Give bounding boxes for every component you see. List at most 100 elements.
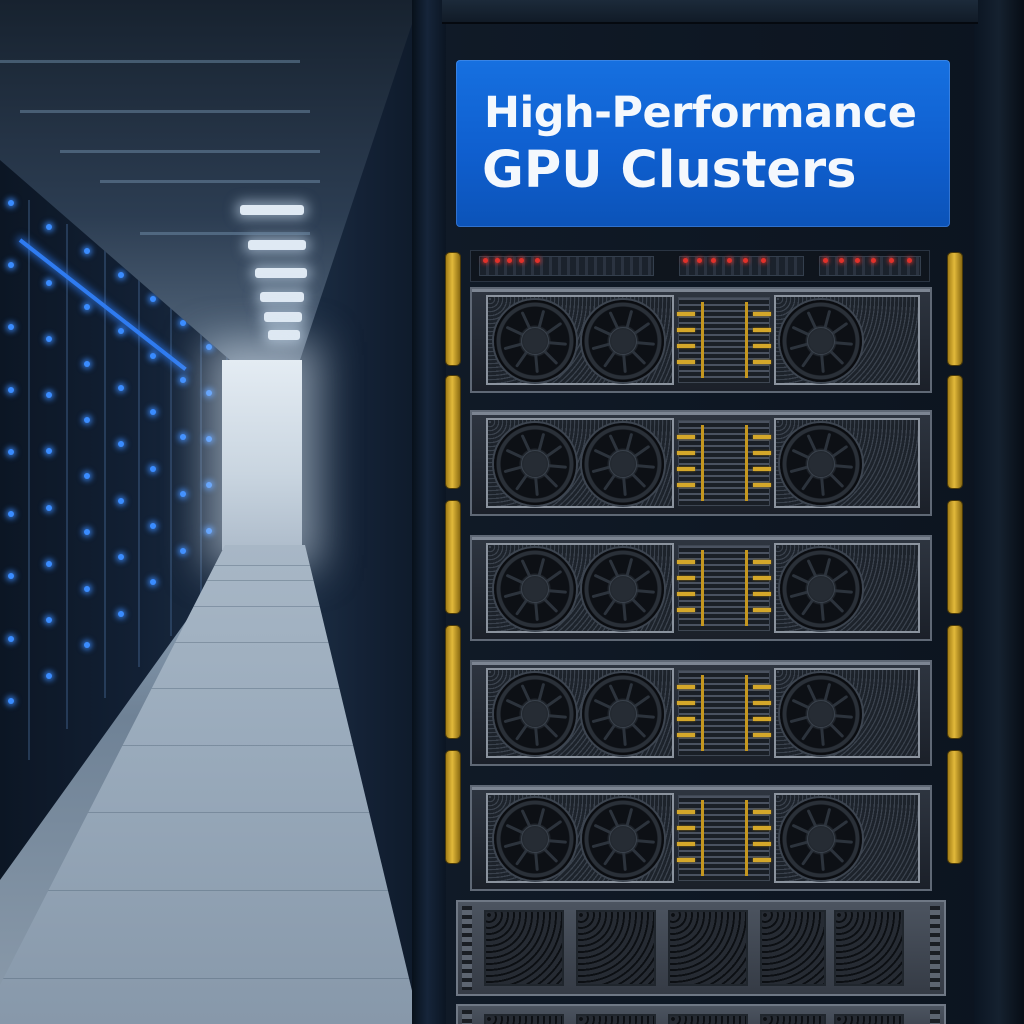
status-led-icon: [535, 258, 540, 263]
banner-title-line2: GPU Clusters: [482, 140, 857, 200]
rack-handle-left: [446, 501, 460, 613]
gold-connector: [677, 810, 695, 814]
fan-hub: [521, 825, 549, 853]
gold-connector: [677, 685, 695, 689]
rack-handle-left: [446, 376, 460, 488]
gold-connector: [677, 467, 695, 471]
status-led-icon: [8, 635, 14, 642]
gold-connector: [753, 328, 771, 332]
mounting-rail: [930, 906, 940, 990]
floor-tile-line: [0, 745, 420, 746]
heatsink-fins: [677, 545, 771, 631]
status-led-icon: [8, 324, 14, 331]
rack-handle-right: [948, 253, 962, 365]
fan-icon: [494, 798, 576, 880]
gold-connector: [753, 344, 771, 348]
status-led-icon: [150, 352, 156, 359]
status-led-icon: [519, 258, 524, 263]
gold-rail: [745, 425, 748, 501]
single-fan-module: [774, 668, 920, 758]
gold-connector: [753, 701, 771, 705]
fan-hub: [521, 450, 549, 478]
gold-connector: [677, 576, 695, 580]
floor-tile-line: [0, 889, 420, 891]
floor-tile-line: [0, 641, 420, 643]
banner-title-line1: High-Performance: [484, 87, 917, 138]
dual-fan-module: [486, 668, 674, 758]
single-fan-module: [774, 793, 920, 883]
status-led-icon: [839, 258, 844, 263]
gold-connector: [753, 312, 771, 316]
fan-icon: [494, 548, 576, 630]
gold-connector: [677, 360, 695, 364]
ceiling-beam: [140, 232, 310, 235]
fan-hub: [521, 575, 549, 603]
status-led-icon: [180, 320, 186, 326]
gpu-server-unit: [470, 785, 932, 891]
gpu-server-unit: [470, 287, 932, 393]
rack-column-divider: [170, 296, 172, 636]
gold-connector: [677, 344, 695, 348]
mounting-rail: [462, 1010, 472, 1024]
fan-icon: [582, 798, 664, 880]
gold-connector: [753, 608, 771, 612]
gold-connector: [753, 685, 771, 689]
status-led-icon: [46, 560, 52, 567]
ceiling-beam: [60, 150, 320, 153]
vent-grille: [760, 1014, 826, 1024]
vent-panel: [456, 1004, 946, 1024]
gpu-server-unit: [470, 660, 932, 766]
vent-grille: [760, 910, 826, 986]
fan-hub: [807, 327, 835, 355]
fan-hub: [807, 575, 835, 603]
gold-connector: [753, 810, 771, 814]
status-led-icon: [8, 448, 14, 455]
status-led-icon: [206, 344, 212, 350]
gold-connector: [677, 560, 695, 564]
banner-sign: High-Performance GPU Clusters: [456, 60, 950, 227]
fan-hub: [609, 825, 637, 853]
fan-icon: [582, 300, 664, 382]
status-led-icon: [180, 491, 186, 497]
status-led-icon: [871, 258, 876, 263]
vent-grille: [834, 1014, 904, 1024]
rack-handle-left: [446, 253, 460, 365]
status-led-icon: [118, 328, 124, 335]
gold-connector: [677, 608, 695, 612]
fan-hub: [609, 327, 637, 355]
gpu-rack: High-Performance GPU Clusters: [412, 0, 1024, 1024]
single-fan-module: [774, 295, 920, 385]
ceiling-beam: [100, 180, 320, 183]
floor-tile-line: [0, 688, 420, 690]
single-fan-module: [774, 418, 920, 508]
mounting-rail: [462, 906, 472, 990]
status-led-icon: [683, 258, 688, 263]
rack-column-divider: [138, 272, 140, 667]
status-led-icon: [46, 672, 52, 679]
rack-handle-right: [948, 501, 962, 613]
status-indicator-strip: [470, 250, 930, 282]
gold-connector: [753, 435, 771, 439]
dual-fan-module: [486, 543, 674, 633]
fan-icon: [582, 673, 664, 755]
status-led-icon: [8, 511, 14, 518]
status-led-icon: [46, 504, 52, 511]
status-led-icon: [483, 258, 488, 263]
status-led-icon: [8, 200, 14, 206]
status-led-icon: [84, 304, 90, 311]
ceiling-light: [240, 205, 304, 215]
status-led-icon: [84, 416, 90, 423]
gold-connector: [753, 451, 771, 455]
gold-connector: [753, 483, 771, 487]
gold-connector: [677, 435, 695, 439]
status-led-icon: [150, 522, 156, 529]
fan-icon: [582, 423, 664, 505]
floor-tile-line: [0, 977, 420, 979]
gold-connector: [753, 360, 771, 364]
status-led-icon: [46, 392, 52, 399]
gold-rail: [745, 550, 748, 626]
status-led-icon: [8, 386, 14, 393]
gold-connector: [753, 576, 771, 580]
status-led-icon: [206, 528, 212, 534]
